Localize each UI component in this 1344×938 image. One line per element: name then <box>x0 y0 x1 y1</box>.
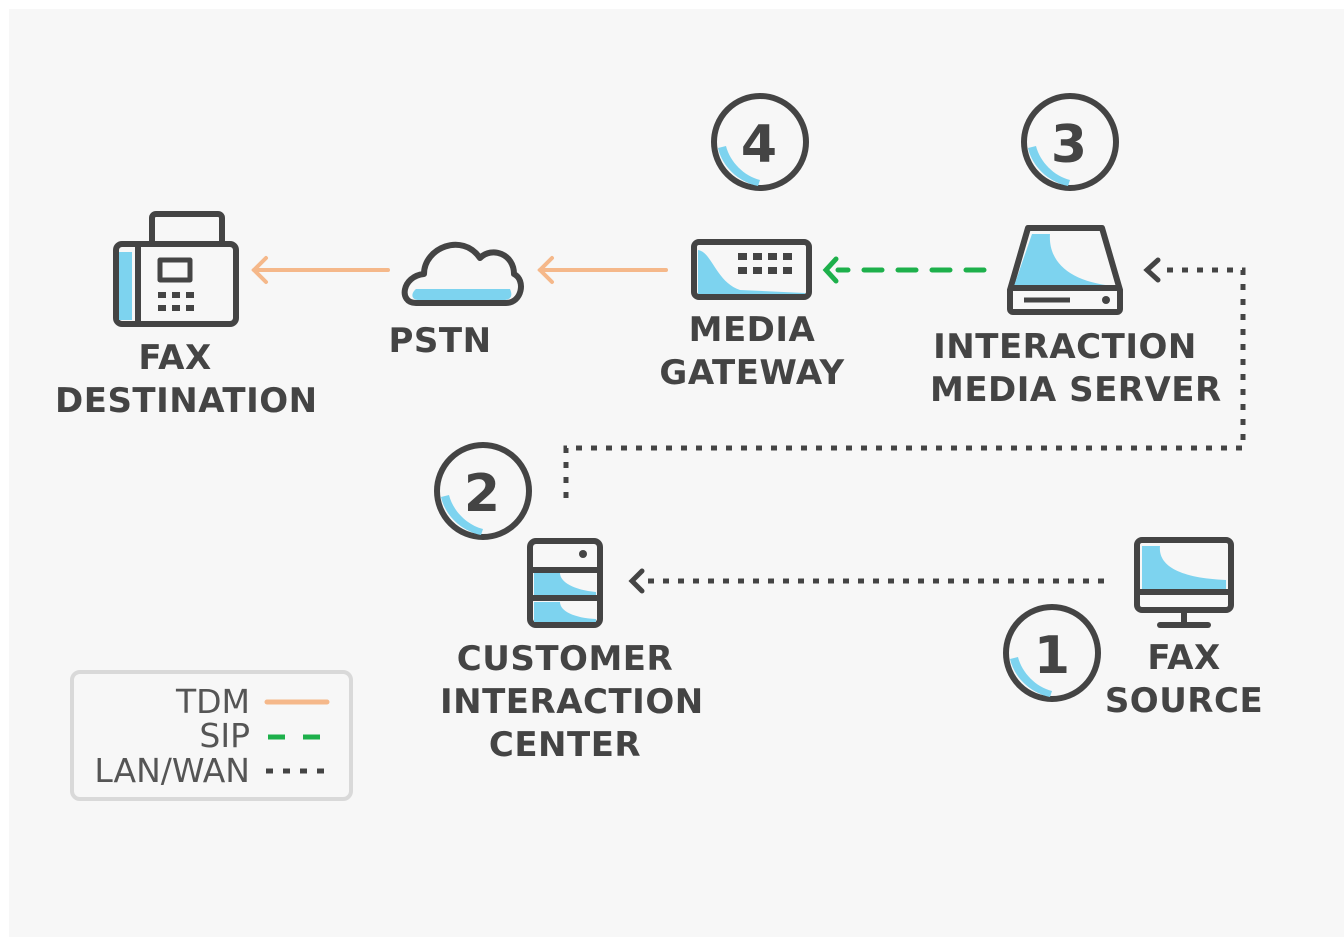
step-2-badge: 2 <box>434 442 532 540</box>
pstn-label: PSTN <box>380 320 500 363</box>
server-tower-icon <box>527 538 603 628</box>
fax-source-label-line1: FAX <box>1147 638 1221 678</box>
legend-sip-label: SIP <box>199 716 250 755</box>
cic-label-line2: INTERACTION <box>440 682 704 722</box>
gateway-icon <box>691 239 812 300</box>
sip-link-server-to-gateway <box>822 256 987 284</box>
cic-label: CUSTOMER INTERACTION CENTER <box>440 638 704 767</box>
pstn-label-line1: PSTN <box>388 321 492 361</box>
media-server-label-line2: MEDIA SERVER <box>930 370 1222 410</box>
fax-source-label: FAX SOURCE <box>1104 637 1264 723</box>
legend-lan-label: LAN/WAN <box>94 751 250 790</box>
fax-source-label-line2: SOURCE <box>1104 681 1264 721</box>
fax-destination-label: FAX DESTINATION <box>55 337 318 423</box>
fax-destination-label-line2: DESTINATION <box>55 381 318 421</box>
tdm-link-pstn-to-fax <box>251 256 390 284</box>
diagram-canvas <box>9 9 1344 937</box>
media-gateway-label-line2: GATEWAY <box>659 353 845 393</box>
legend <box>70 670 353 801</box>
step-4-number: 4 <box>741 115 777 175</box>
cic-label-line1: CUSTOMER <box>456 639 674 679</box>
server-icon <box>1007 225 1123 315</box>
lan-link-cic-to-server <box>563 257 1246 498</box>
monitor-icon <box>1134 537 1234 628</box>
media-server-label: INTERACTION MEDIA SERVER <box>930 326 1222 412</box>
cloud-icon <box>401 241 524 306</box>
cic-label-line3: CENTER <box>488 725 642 765</box>
lan-link-source-to-cic <box>628 568 1104 594</box>
fax-machine-icon <box>113 211 239 327</box>
media-server-label-line1: INTERACTION <box>933 327 1197 367</box>
fax-destination-label-line1: FAX <box>138 338 212 378</box>
legend-tdm-label: TDM <box>175 682 250 721</box>
step-1-badge: 1 <box>1003 604 1101 702</box>
step-3-number: 3 <box>1051 115 1087 175</box>
step-1-number: 1 <box>1034 626 1070 686</box>
media-gateway-label-line1: MEDIA <box>688 310 816 350</box>
step-3-badge: 3 <box>1021 93 1119 191</box>
media-gateway-label: MEDIA GATEWAY <box>652 309 852 395</box>
step-2-number: 2 <box>464 464 500 524</box>
tdm-link-gateway-to-pstn <box>537 256 668 284</box>
step-4-badge: 4 <box>711 93 809 191</box>
